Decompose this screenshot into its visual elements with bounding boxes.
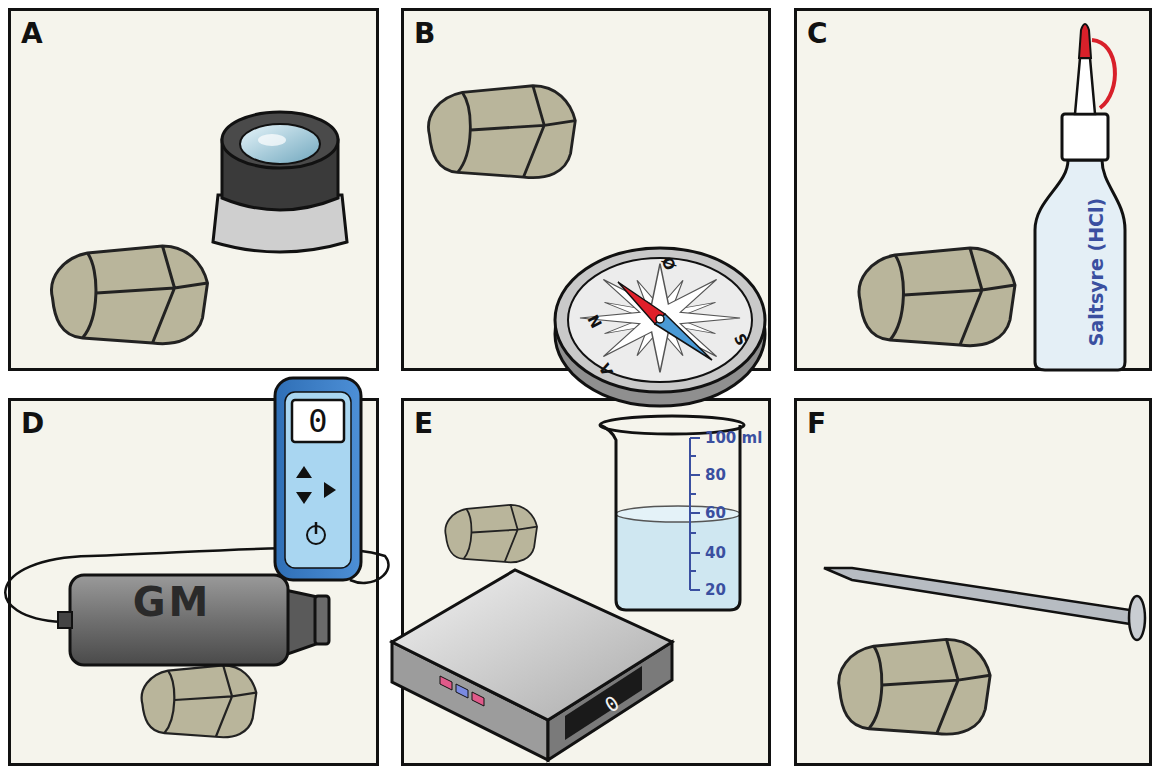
steel-nail: [824, 568, 1145, 640]
panel-box: A: [8, 8, 379, 371]
panel-b-art: [429, 86, 765, 406]
beaker: [600, 416, 744, 610]
panel-e-art: [392, 416, 744, 760]
panel-box: C: [794, 8, 1152, 371]
rock: [52, 246, 208, 344]
panel-letter: A: [21, 17, 43, 50]
panel-letter: B: [414, 17, 435, 50]
panel-f-art: [824, 568, 1145, 734]
magnifying-loupe: [213, 112, 347, 252]
panel-letter: D: [21, 407, 44, 440]
panel-letter: F: [807, 407, 826, 440]
panel-box: B: [401, 8, 771, 371]
kitchen-scale: [392, 570, 672, 760]
compass: [555, 248, 765, 406]
rock: [142, 665, 257, 737]
rock: [839, 639, 990, 734]
panel-c-art: [859, 24, 1125, 370]
rock: [445, 505, 537, 562]
panel-box: E: [401, 398, 771, 766]
rock: [429, 86, 576, 178]
rock: [859, 248, 1015, 346]
panel-letter: C: [807, 17, 828, 50]
cable: [5, 548, 388, 622]
panel-letter: E: [414, 407, 433, 440]
acid-bottle: [1035, 24, 1125, 370]
counter-meter: [275, 378, 361, 580]
panel-box: D: [8, 398, 379, 766]
panel-a-art: [52, 112, 347, 344]
panel-d-art: [5, 378, 388, 737]
geiger-tube: [58, 575, 329, 665]
panel-box: F: [794, 398, 1152, 766]
